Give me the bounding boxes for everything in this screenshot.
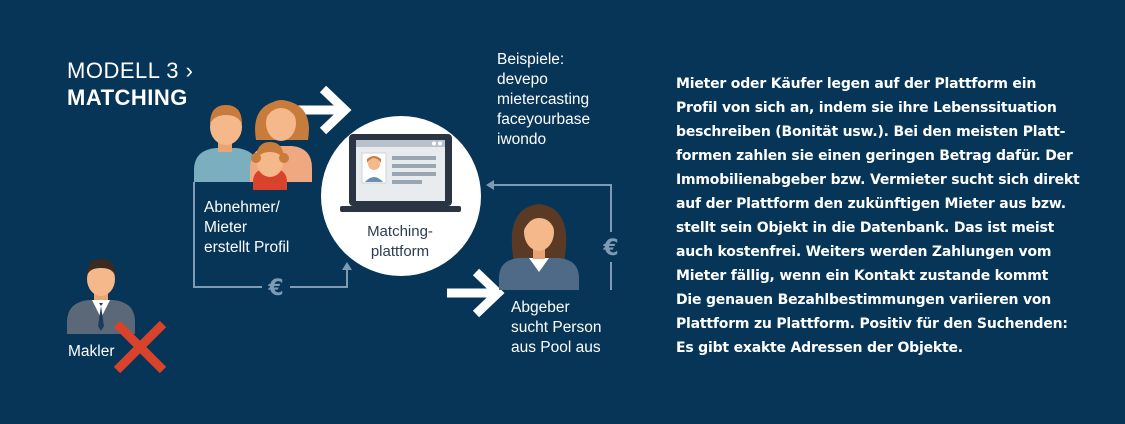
model-number: MODELL 3 › [67, 58, 194, 83]
abnehmer-label-line: Mieter [204, 219, 248, 236]
cross-icon [113, 320, 167, 374]
description-line: Plattform zu Plattform. Positiv für den … [676, 316, 1068, 332]
example-item: devepo [497, 71, 548, 88]
arrow-right-icon [447, 268, 505, 318]
platform-label-line: Matching- [367, 223, 433, 240]
example-item: mietercasting [497, 91, 590, 108]
euro-icon: € [267, 276, 283, 301]
examples-heading: Beispiele: [497, 51, 565, 68]
platform-label: Matching- plattform [340, 222, 460, 262]
abnehmer-label-line: erstellt Profil [204, 239, 290, 256]
example-item: faceyourbase [497, 111, 591, 128]
description-line: auch kostenfrei. Weiters werden Zahlunge… [676, 244, 1052, 260]
broker-icon [67, 259, 135, 334]
payment-connector [193, 182, 352, 288]
description-line: stellt sein Objekt in die Datenbank. Das… [676, 220, 1055, 236]
makler-label: Makler [68, 343, 115, 360]
abgeber-label-line: aus Pool aus [511, 339, 601, 356]
euro-icon: € [602, 236, 618, 261]
platform-label-line: plattform [370, 243, 430, 260]
abgeber-label-line: sucht Person [511, 319, 602, 336]
seller-icon [499, 204, 579, 290]
description-line: Mieter oder Käufer legen auf der Plattfo… [676, 76, 1037, 92]
abnehmer-label-line: Abnehmer/ [204, 199, 280, 216]
abgeber-label-line: Abgeber [511, 299, 570, 316]
abgeber-label: Abgeber sucht Person aus Pool aus [511, 298, 631, 358]
description-line: Es gibt exakte Adressen der Objekte. [676, 340, 963, 356]
family-icon [194, 100, 312, 190]
example-item: iwondo [497, 131, 547, 148]
description-line: formen zahlen sie einen geringen Betrag … [676, 148, 1073, 164]
model-title: MATCHING [67, 85, 188, 110]
description-text: Mieter oder Käufer legen auf der Plattfo… [676, 72, 1096, 360]
description-line: Profil von sich an, indem sie ihre Leben… [676, 100, 1057, 116]
examples-list: devepo mietercasting faceyourbase iwondo [497, 70, 590, 150]
description-line: Die genauen Bezahlbestimmungen variieren… [676, 292, 1052, 308]
description-line: auf der Plattform den zukünftigen Mieter… [676, 196, 1066, 212]
description-line: Mieter fällig, wenn ein Kontakt zustande… [676, 268, 1049, 284]
description-line: Immobilienabgeber bzw. Vermieter sucht s… [676, 172, 1080, 188]
laptop-icon [340, 134, 461, 212]
return-connector [486, 180, 612, 290]
description-line: beschreiben (Bonität usw.). Bei den meis… [676, 124, 1066, 140]
abnehmer-label: Abnehmer/ Mieter erstellt Profil [204, 198, 324, 258]
